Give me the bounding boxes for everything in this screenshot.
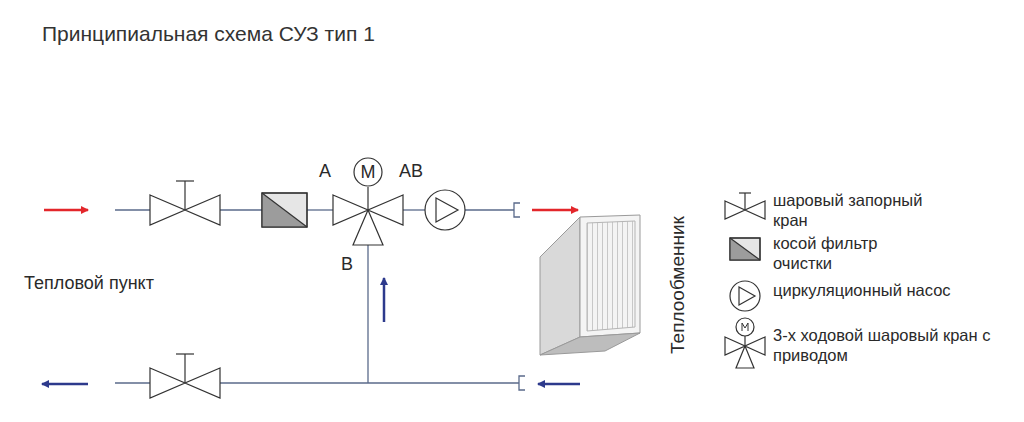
port-label: A: [319, 161, 331, 182]
flow-arrows: [42, 210, 580, 384]
legend-text: косой фильтр очистки: [773, 233, 938, 273]
actuator-letter: M: [361, 163, 376, 181]
station-label: Тепловой пункт: [24, 273, 154, 294]
legend-symbols: [725, 193, 765, 368]
diagram-title: Принципиальная схема СУЗ тип 1: [42, 22, 375, 46]
actuator-circle: M: [353, 157, 383, 187]
legend-text: шаровый запорный кран: [773, 190, 938, 230]
valve-symbols: [150, 181, 465, 398]
heat-exchanger: Теплообменник: [535, 195, 700, 370]
port-label: B: [341, 254, 353, 275]
pipes: [115, 203, 525, 390]
port-label: AB: [399, 161, 423, 182]
legend-text: циркуляционный насос: [773, 280, 973, 300]
legend-text: 3-х ходовой шаровый кран с приводом: [773, 325, 1003, 365]
heat-exchanger-label: Теплообменник: [668, 216, 689, 354]
